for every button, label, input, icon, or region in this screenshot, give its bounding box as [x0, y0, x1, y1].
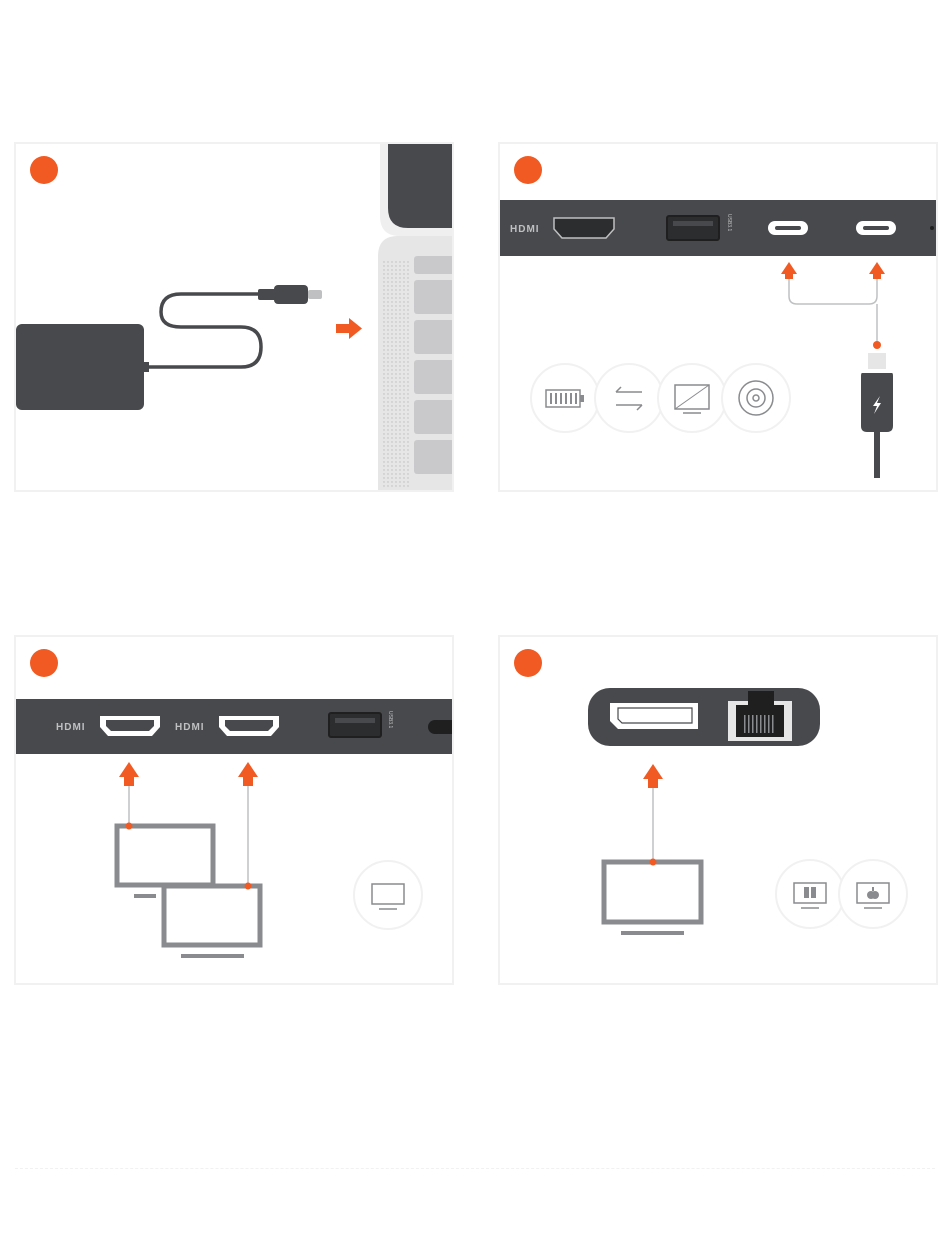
power-adapter-icon: [16, 324, 144, 410]
transfer-arrows-icon: [595, 364, 663, 432]
arrow-up-icon: [119, 762, 139, 786]
usb-c-charger-icon: [861, 353, 893, 478]
footer-divider: [15, 1168, 935, 1169]
laptop-key: [414, 280, 454, 314]
usb-c-plug-icon: [258, 285, 322, 304]
step-2-panel: HDMI USB3.1: [498, 142, 938, 492]
usb-a-port-icon: [667, 216, 719, 240]
charging-cable: [149, 294, 261, 367]
hdmi-port-label: HDMI: [510, 224, 540, 235]
arrow-right-icon: [336, 318, 362, 339]
monitor-icon: [164, 886, 260, 958]
usb-c-port-icon: [428, 720, 454, 734]
arrow-up-icon: [238, 762, 258, 786]
usb-label: USB3.1: [726, 214, 732, 231]
laptop-key: [414, 400, 454, 434]
step-3-panel: HDMI HDMI USB3.1: [14, 635, 454, 985]
laptop-key: [414, 440, 454, 474]
laptop-key: [414, 320, 454, 354]
hdmi-port-icon: [554, 218, 614, 238]
monitor-icon: [604, 862, 701, 935]
windows-display-icon: [776, 860, 844, 928]
step-1-illustration: [16, 144, 454, 492]
apple-display-icon: [839, 860, 907, 928]
step-2-illustration: HDMI USB3.1: [500, 144, 938, 492]
disc-icon: [722, 364, 790, 432]
laptop-key: [414, 360, 454, 394]
step-4-illustration: [500, 637, 938, 985]
arrow-up-icon: [643, 764, 663, 788]
step-4-panel: [498, 635, 938, 985]
step-3-illustration: HDMI HDMI USB3.1: [16, 637, 454, 985]
hdmi-port-label: HDMI: [56, 722, 86, 733]
hdmi-port-label: HDMI: [175, 722, 205, 733]
arrow-up-icon: [869, 262, 885, 279]
arrow-up-icon: [781, 262, 797, 279]
step-1-panel: [14, 142, 454, 492]
display-icon: [354, 861, 422, 929]
laptop-key: [414, 256, 454, 274]
usb-a-port-icon: [329, 713, 381, 737]
display-icon: [658, 364, 726, 432]
usb-label: USB3.1: [387, 711, 393, 728]
battery-icon: [531, 364, 599, 432]
